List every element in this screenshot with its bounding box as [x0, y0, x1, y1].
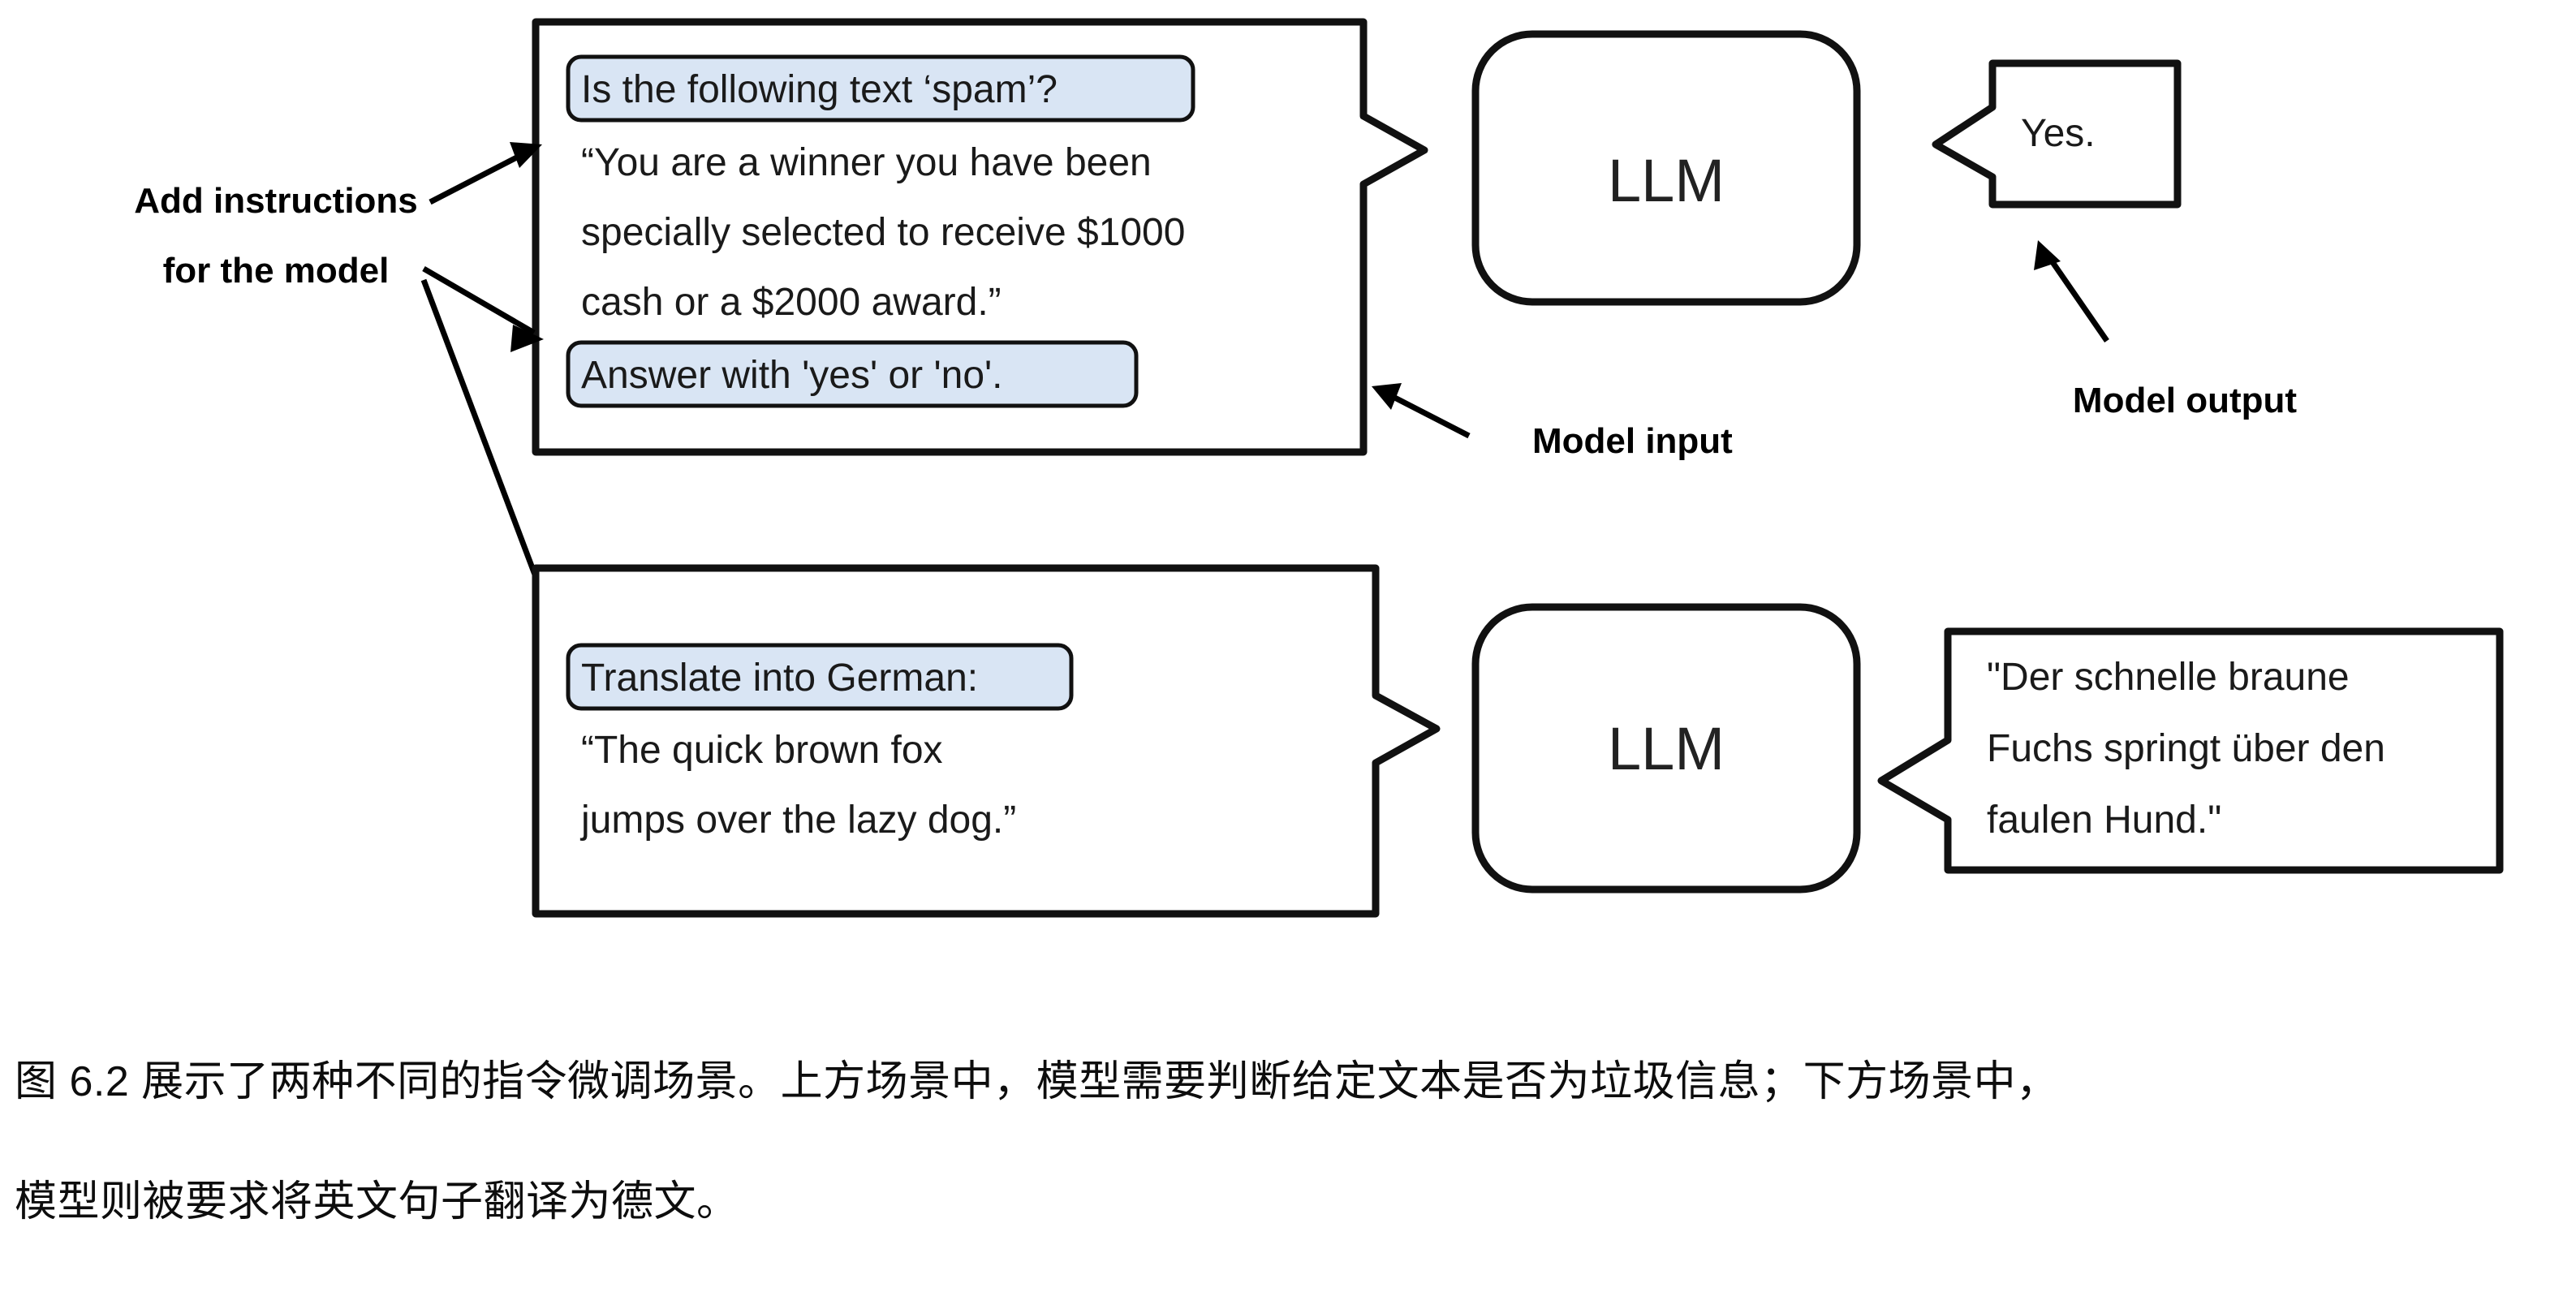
instruction-pill-translate-label: Translate into German:: [581, 657, 978, 700]
add-instructions-arrow-1-head: [510, 142, 542, 168]
model-output-label: Model output: [2073, 381, 2297, 420]
output-bubble-yes-line-1: Yes.: [2021, 112, 2096, 155]
model-input-label: Model input: [1532, 421, 1733, 461]
output-bubble-german-line-1: "Der schnelle braune: [1987, 656, 2350, 699]
llm-box-top-label: LLM: [1608, 147, 1725, 214]
instruction-pill-spam-label: Is the following text ‘spam’?: [581, 68, 1058, 111]
add-instructions-label-line1: Add instructions: [134, 181, 418, 221]
input-body-line-2: specially selected to receive $1000: [581, 211, 1185, 254]
output-bubble-yes: [1932, 59, 2182, 209]
instruction-finetuning-diagram: Is the following text ‘spam’? “You are a…: [134, 18, 2504, 918]
model-input-arrow-line: [1381, 388, 1471, 439]
instruction-pill-spam: [566, 54, 1195, 123]
figure-caption-line-2: 模型则被要求将英文句子翻译为德文。: [15, 1178, 739, 1225]
answer-pill-yes-no-label: Answer with 'yes' or 'no'.: [581, 354, 1003, 397]
model-output-arrow-line: [2043, 250, 2109, 342]
input-body-line-3: cash or a $2000 award.”: [581, 281, 1002, 324]
llm-box-bottom: [1471, 603, 1861, 894]
answer-pill-yes-no: [566, 340, 1139, 408]
add-instructions-arrow-2-line: [422, 265, 536, 336]
translate-body-line-2: jumps over the lazy dog.”: [579, 799, 1016, 842]
figure-caption-line-1: 图 6.2 展示了两种不同的指令微调场景。上方场景中，模型需要判断给定文本是否为…: [15, 1058, 2059, 1105]
figure-container: Is the following text ‘spam’? “You are a…: [15, 18, 2504, 1225]
input-body-line-1: “You are a winner you have been: [581, 141, 1152, 184]
add-instructions-arrow-2-head: [510, 325, 544, 352]
output-bubble-german: [1877, 627, 2504, 874]
llm-box-bottom-label: LLM: [1608, 715, 1725, 782]
instruction-pill-translate: [566, 643, 1074, 711]
figure-caption: 图 6.2 展示了两种不同的指令微调场景。上方场景中，模型需要判断给定文本是否为…: [15, 992, 2571, 1292]
model-output-arrow-head: [2034, 240, 2061, 270]
output-bubble-german-line-2: Fuchs springt über den: [1987, 727, 2385, 770]
model-input-arrow-head: [1372, 383, 1402, 410]
output-bubble-german-line-3: faulen Hund.": [1987, 799, 2221, 842]
add-instructions-label-line2: for the model: [163, 251, 390, 291]
translate-body-line-1: “The quick brown fox: [581, 729, 943, 772]
llm-box-top: [1471, 30, 1861, 306]
